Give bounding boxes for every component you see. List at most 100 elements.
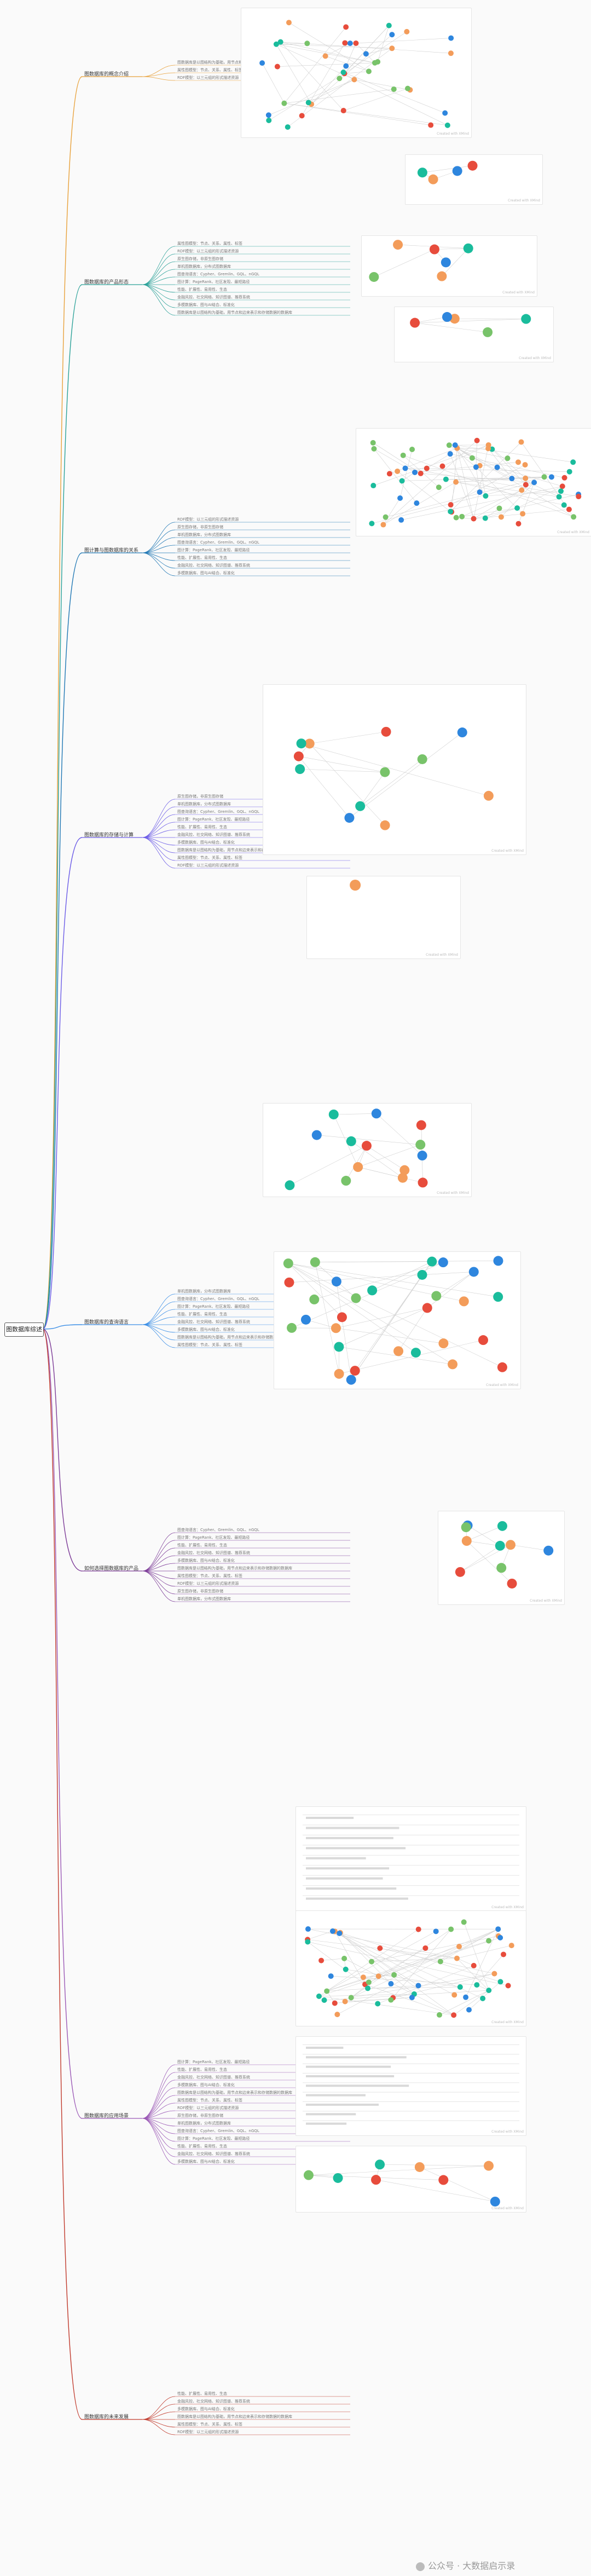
leaf-topic[interactable]: 金融风控、社交网络、知识图谱、推荐系统 [177, 833, 250, 837]
leaf-topic[interactable]: 金融风控、社交网络、知识图谱、推荐系统 [177, 1551, 250, 1555]
leaf-topic[interactable]: 多模数据库、图与AI结合、标准化 [177, 1558, 235, 1563]
leaf-topic[interactable]: 图查询语言：Cypher、Gremlin、GQL、nGQL [177, 1297, 259, 1301]
leaf-topic[interactable]: 性能、扩展性、易用性、生态 [177, 556, 227, 560]
leaf-topic[interactable]: RDF模型：以三元组的形式描述资源 [177, 1581, 239, 1586]
card-watermark: Created with XMind [491, 2207, 524, 2210]
leaf-topic[interactable]: 原生图存储，非原生图存储 [177, 1589, 223, 1593]
leaf-topic[interactable]: 图计算：PageRank、社区发现、最短路径 [177, 1535, 250, 1540]
leaf-topic[interactable]: 金融风控、社交网络、知识图谱、推荐系统 [177, 1320, 250, 1324]
section-topic[interactable]: 图数据库的查询语言 [84, 1320, 129, 1325]
footer-watermark-text: 公众号 · 大数据启示录 [428, 2561, 515, 2571]
leaf-topic[interactable]: 属性图模型：节点、关系、属性、标签 [177, 2098, 242, 2103]
leaf-topic[interactable]: RDF模型：以三元组的形式描述资源 [177, 517, 239, 522]
leaf-topic[interactable]: 原生图存储，非原生图存储 [177, 257, 223, 261]
leaf-topic[interactable]: 图计算：PageRank、社区发现、最短路径 [177, 2136, 250, 2141]
embedded-image: Created with XMind [306, 876, 461, 959]
leaf-topic[interactable]: 图计算：PageRank、社区发现、最短路径 [177, 817, 250, 822]
leaf-topic[interactable]: 多模数据库、图与AI结合、标准化 [177, 303, 235, 307]
leaf-topic[interactable]: 单机图数据库，分布式图数据库 [177, 533, 231, 537]
leaf-topic[interactable]: 金融风控、社交网络、知识图谱、推荐系统 [177, 2399, 250, 2404]
leaf-topic[interactable]: 图数据库是以图结构为基础，用节点和边来表示和存储数据的数据库 [177, 310, 292, 315]
leaf-topic[interactable]: 性能、扩展性、易用性、生态 [177, 2067, 227, 2072]
leaf-topic[interactable]: 原生图存储，非原生图存储 [177, 794, 223, 799]
leaf-topic[interactable]: 图计算：PageRank、社区发现、最短路径 [177, 1304, 250, 1309]
leaf-topic[interactable]: 多模数据库、图与AI结合、标准化 [177, 2407, 235, 2411]
section-topic[interactable]: 图数据库的概念介绍 [84, 72, 129, 77]
leaf-topic[interactable]: 原生图存储，非原生图存储 [177, 525, 223, 529]
leaf-topic[interactable]: 单机图数据库，分布式图数据库 [177, 1289, 231, 1293]
leaf-topic[interactable]: 图计算：PageRank、社区发现、最短路径 [177, 2060, 250, 2064]
leaf-topic[interactable]: 多模数据库、图与AI结合、标准化 [177, 2083, 235, 2087]
footer-watermark: 公众号 · 大数据启示录 [416, 2558, 515, 2572]
leaf-topic[interactable]: 性能、扩展性、易用性、生态 [177, 287, 227, 292]
root-label: 图数据库综述 [6, 1326, 42, 1333]
section-topic[interactable]: 图数据库的未来发展 [84, 2415, 129, 2420]
embedded-image: Created with XMind [296, 2036, 526, 2136]
leaf-topic[interactable]: 单机图数据库，分布式图数据库 [177, 264, 231, 269]
leaf-topic[interactable]: 单机图数据库，分布式图数据库 [177, 1597, 231, 1601]
embedded-image: Created with XMind [241, 8, 472, 138]
card-watermark: Created with XMind [426, 953, 458, 957]
leaf-topic[interactable]: 属性图模型：节点、关系、属性、标签 [177, 241, 242, 246]
leaf-topic[interactable]: 图查询语言：Cypher、Gremlin、GQL、nGQL [177, 810, 259, 814]
leaf-topic[interactable]: 图计算：PageRank、社区发现、最短路径 [177, 280, 250, 284]
leaf-topic[interactable]: 属性图模型：节点、关系、属性、标签 [177, 856, 242, 860]
card-watermark: Created with XMind [491, 2130, 524, 2134]
leaf-topic[interactable]: 图查询语言：Cypher、Gremlin、GQL、nGQL [177, 2129, 259, 2133]
leaf-topic[interactable]: 图查询语言：Cypher、Gremlin、GQL、nGQL [177, 272, 259, 276]
embedded-image: Created with XMind [296, 2146, 526, 2213]
section-topic[interactable]: 图计算与图数据库的关系 [84, 548, 139, 553]
leaf-topic[interactable]: 图数据库是以图结构为基础，用节点和边来表示和存储数据的数据库 [177, 848, 292, 852]
leaf-topic[interactable]: RDF模型：以三元组的形式描述资源 [177, 2106, 239, 2110]
embedded-image: Created with XMind [394, 307, 554, 362]
card-watermark: Created with XMind [491, 849, 524, 853]
leaf-topic[interactable]: 多模数据库、图与AI结合、标准化 [177, 840, 235, 845]
leaf-topic[interactable]: 图数据库是以图结构为基础，用节点和边来表示和存储数据的数据库 [177, 1335, 292, 1339]
card-watermark: Created with XMind [437, 1191, 469, 1195]
leaf-topic[interactable]: 属性图模型：节点、关系、属性、标签 [177, 2422, 242, 2427]
card-watermark: Created with XMind [486, 1383, 518, 1387]
leaf-topic[interactable]: RDF模型：以三元组的形式描述资源 [177, 76, 239, 80]
leaf-topic[interactable]: 图数据库是以图结构为基础，用节点和边来表示和存储数据的数据库 [177, 1566, 292, 1570]
section-topic[interactable]: 图数据库的产品形态 [84, 280, 129, 285]
leaf-topic[interactable]: 图数据库是以图结构为基础，用节点和边来表示和存储数据的数据库 [177, 2415, 292, 2419]
card-watermark: Created with XMind [491, 2020, 524, 2024]
wechat-icon [416, 2562, 425, 2571]
embedded-image: Created with XMind [263, 684, 526, 855]
leaf-topic[interactable]: 图计算：PageRank、社区发现、最短路径 [177, 548, 250, 552]
leaf-topic[interactable]: 单机图数据库，分布式图数据库 [177, 2121, 231, 2126]
section-topic[interactable]: 图数据库的应用场景 [84, 2113, 129, 2119]
section-topic[interactable]: 图数据库的存储与计算 [84, 833, 134, 838]
root-topic[interactable]: 图数据库综述 [4, 1322, 44, 1337]
leaf-topic[interactable]: 性能、扩展性、易用性、生态 [177, 825, 227, 829]
leaf-topic[interactable]: RDF模型：以三元组的形式描述资源 [177, 249, 239, 253]
leaf-topic[interactable]: 金融风控、社交网络、知识图谱、推荐系统 [177, 2152, 250, 2156]
leaf-topic[interactable]: 金融风控、社交网络、知识图谱、推荐系统 [177, 295, 250, 299]
leaf-topic[interactable]: 性能、扩展性、易用性、生态 [177, 1543, 227, 1547]
card-watermark: Created with XMind [519, 356, 551, 360]
card-watermark: Created with XMind [437, 132, 469, 136]
leaf-topic[interactable]: 性能、扩展性、易用性、生态 [177, 2392, 227, 2396]
leaf-topic[interactable]: 图查询语言：Cypher、Gremlin、GQL、nGQL [177, 540, 259, 545]
leaf-topic[interactable]: 多模数据库、图与AI结合、标准化 [177, 1327, 235, 1332]
leaf-topic[interactable]: 属性图模型：节点、关系、属性、标签 [177, 1574, 242, 1578]
leaf-topic[interactable]: 多模数据库、图与AI结合、标准化 [177, 571, 235, 575]
leaf-topic[interactable]: 多模数据库、图与AI结合、标准化 [177, 2159, 235, 2164]
leaf-topic[interactable]: 单机图数据库，分布式图数据库 [177, 802, 231, 806]
leaf-topic[interactable]: 图数据库是以图结构为基础，用节点和边来表示和存储数据的数据库 [177, 60, 292, 65]
leaf-topic[interactable]: RDF模型：以三元组的形式描述资源 [177, 2430, 239, 2434]
leaf-topic[interactable]: 属性图模型：节点、关系、属性、标签 [177, 68, 242, 72]
leaf-topic[interactable]: 图数据库是以图结构为基础，用节点和边来表示和存储数据的数据库 [177, 2090, 292, 2095]
leaf-topic[interactable]: 性能、扩展性、易用性、生态 [177, 2144, 227, 2148]
leaf-topic[interactable]: 金融风控、社交网络、知识图谱、推荐系统 [177, 2075, 250, 2080]
leaf-topic[interactable]: RDF模型：以三元组的形式描述资源 [177, 863, 239, 868]
embedded-image: Created with XMind [296, 1806, 526, 1911]
leaf-topic[interactable]: 属性图模型：节点、关系、属性、标签 [177, 1343, 242, 1347]
leaf-topic[interactable]: 性能、扩展性、易用性、生态 [177, 1312, 227, 1316]
section-topic[interactable]: 如何选择图数据库的产品 [84, 1566, 139, 1572]
embedded-image: Created with XMind [356, 428, 591, 536]
embedded-image: Created with XMind [274, 1251, 521, 1389]
leaf-topic[interactable]: 原生图存储，非原生图存储 [177, 2113, 223, 2118]
leaf-topic[interactable]: 金融风控、社交网络、知识图谱、推荐系统 [177, 563, 250, 568]
leaf-topic[interactable]: 图查询语言：Cypher、Gremlin、GQL、nGQL [177, 1528, 259, 1532]
